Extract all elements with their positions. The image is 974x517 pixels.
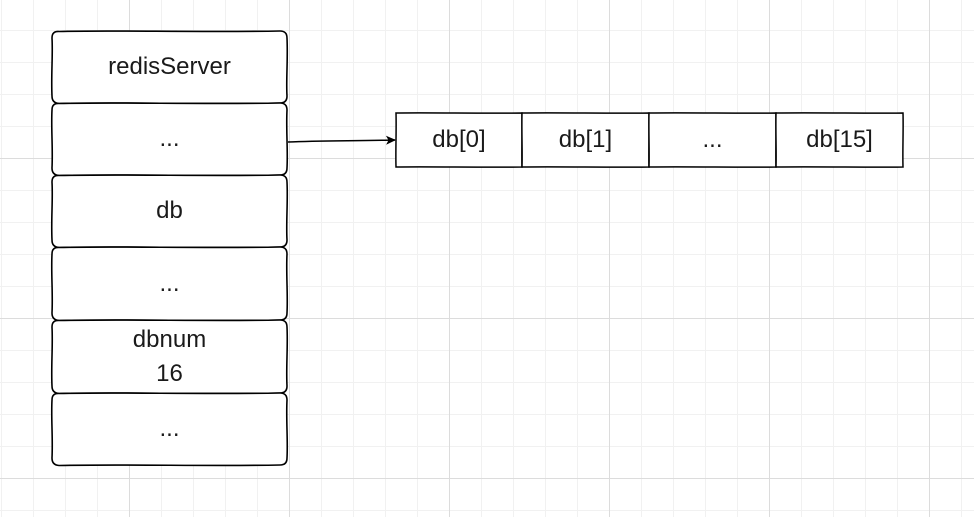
array-cell-db-15	[775, 112, 904, 168]
field-box-db	[50, 174, 289, 249]
db-array	[395, 112, 904, 168]
array-cell-db-ellipsis	[648, 112, 777, 168]
pointer-arrow	[287, 135, 396, 145]
field-box-ellipsis-3	[50, 392, 289, 467]
field-box-title	[50, 30, 289, 105]
field-box-ellipsis-1	[50, 102, 289, 177]
array-cell-db-0	[395, 112, 523, 168]
server-struct	[50, 30, 289, 467]
field-box-ellipsis-2	[50, 246, 289, 322]
array-cell-db-1	[521, 112, 650, 168]
field-box-dbnum	[50, 319, 289, 395]
